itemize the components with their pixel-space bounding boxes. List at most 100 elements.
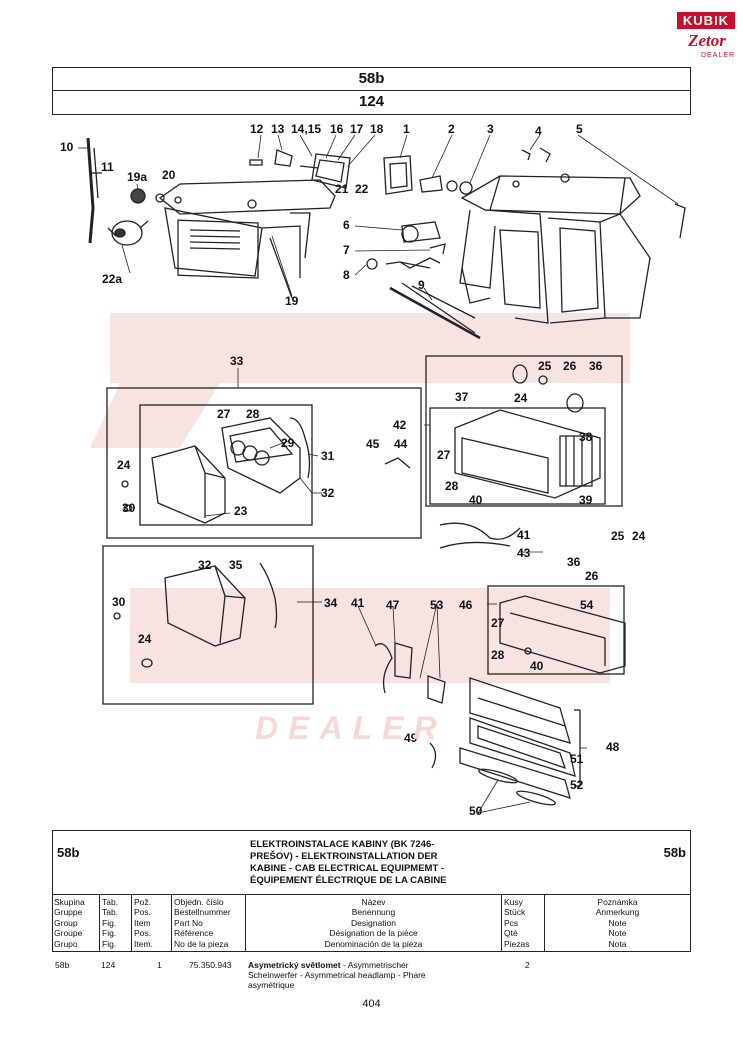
license-lamp-assembly-drawing xyxy=(459,677,576,806)
front-wiper-drawing xyxy=(389,282,481,340)
legend-cell: Piezas xyxy=(504,938,530,949)
part-desc-line: Scheinwerfer - Asymmetrical headlamp - P… xyxy=(248,970,426,981)
wiper-blade-drawing xyxy=(86,137,102,244)
legend-col-qty: Kusy Stück Pcs Qté Piezas xyxy=(501,895,544,952)
kubik-logo-text: KUBIK xyxy=(677,12,735,29)
work-lamp-parts-drawing xyxy=(366,221,446,270)
dealer-logo-text: DEALER xyxy=(700,52,735,59)
callout-40: 40 xyxy=(469,493,483,507)
part-position: 1 xyxy=(157,960,162,970)
callout-21: 21 xyxy=(335,182,349,196)
callout-48: 48 xyxy=(606,740,620,754)
legend-cell: Part No xyxy=(174,917,203,928)
legend-cell: Note xyxy=(608,917,627,928)
legend-group-right: 58b xyxy=(663,845,686,860)
callout-5: 5 xyxy=(576,122,583,136)
callout-27: 27 xyxy=(437,448,451,462)
callout-40: 40 xyxy=(530,659,544,673)
bracket-cable-parts-drawing xyxy=(374,642,446,769)
callout-11: 11 xyxy=(101,160,114,174)
interior-light-parts-drawing xyxy=(249,149,351,189)
exploded-parts-diagram: 1 2 3 4 5 6 7 8 9 10 11 12 13 14,15 16 1… xyxy=(0,118,743,830)
wiper-motor-drawing xyxy=(107,220,149,246)
legend-cell: Fig. xyxy=(102,917,117,928)
legend-col-group: Skupina Gruppe Group Groupe Grupo xyxy=(53,895,99,952)
box-37-outline xyxy=(429,407,606,505)
callout-9: 9 xyxy=(418,278,425,292)
callout-28: 28 xyxy=(445,479,459,493)
legend-col-partno: Objedn. číslo Bestellnummer Part No Réfé… xyxy=(171,895,245,952)
callout-49: 49 xyxy=(404,731,418,745)
legend-cell: Poznámka xyxy=(597,897,638,907)
callout-22a: 22a xyxy=(102,272,123,286)
legend-group-left: 58b xyxy=(57,845,80,860)
legend-cell: Groupe xyxy=(54,928,83,939)
part-table: 124 xyxy=(101,960,116,970)
callout-43: 43 xyxy=(517,546,531,560)
callout-34: 34 xyxy=(324,596,338,610)
callout-14-15: 14,15 xyxy=(291,122,322,136)
legend-column-grid: Skupina Gruppe Group Groupe Grupo Tab. T… xyxy=(53,894,690,952)
legend-cell: Pcs xyxy=(504,917,519,928)
box-33-outline xyxy=(106,387,422,539)
rear-cab-panel-drawing xyxy=(158,179,336,299)
callout-4: 4 xyxy=(535,124,542,138)
legend-cell: Gruppe xyxy=(54,907,83,918)
callout-37: 37 xyxy=(455,390,469,404)
legend-title-line: KABINE - CAB ELECTRICAL EQUIPMEMT - xyxy=(250,863,445,874)
callout-44: 44 xyxy=(394,437,408,451)
legend-col-table: Tab. Tab. Fig. Fig. Fig. xyxy=(99,895,131,952)
legend-cell: Denominación de la pieza xyxy=(324,938,423,949)
legend-cell: Kusy xyxy=(504,897,523,907)
legend-cell: Qté xyxy=(504,928,518,939)
legend-cell: Název xyxy=(361,897,386,907)
callout-24: 24 xyxy=(117,458,131,472)
legend-box: 58b 58b ELEKTROINSTALACE KABINY (BK 7246… xyxy=(52,830,691,952)
part-quantity: 2 xyxy=(525,960,530,970)
legend-cell: Pos. xyxy=(134,907,152,918)
callout-7: 7 xyxy=(343,243,350,257)
callout-46: 46 xyxy=(459,598,473,612)
box-46-outline xyxy=(487,585,625,675)
part-description: Asymetrický světlomet - Asymmetrischer S… xyxy=(248,960,488,991)
callout-8: 8 xyxy=(343,268,350,282)
callout-33: 33 xyxy=(230,354,244,368)
callout-24: 24 xyxy=(138,632,152,646)
washer-nozzle-drawing xyxy=(130,188,165,204)
kubik-zetor-logo: KUBIK Zetor DEALER xyxy=(677,12,735,62)
legend-cell: Fig. xyxy=(102,938,117,949)
mirror-bracket-parts-drawing xyxy=(521,147,686,239)
callout-41: 41 xyxy=(517,528,531,542)
callout-39: 39 xyxy=(579,493,593,507)
callout-29: 29 xyxy=(281,436,295,450)
callout-32: 32 xyxy=(321,486,335,500)
callout-42: 42 xyxy=(393,418,407,432)
callout-19a: 19a xyxy=(127,170,148,184)
callout-19: 19 xyxy=(285,294,299,308)
callout-30: 30 xyxy=(122,501,136,515)
callout-22: 22 xyxy=(355,182,369,196)
callout-16: 16 xyxy=(330,122,344,136)
group-code-header: 58b xyxy=(52,67,691,91)
watermark-logo xyxy=(90,313,630,683)
legend-cell: Bestellnummer xyxy=(174,907,231,918)
cab-frame-drawing xyxy=(459,173,651,324)
signal-lamp-assembly-drawing xyxy=(384,364,601,549)
callout-13: 13 xyxy=(271,122,285,136)
box-32-outline xyxy=(139,404,313,526)
legend-cell: Tab. xyxy=(102,897,119,907)
legend-cell: Benennung xyxy=(351,907,396,918)
callout-17: 17 xyxy=(350,122,364,136)
callout-30: 30 xyxy=(112,595,126,609)
part-desc-line: asymétrique xyxy=(248,980,295,991)
callout-25: 25 xyxy=(538,359,552,373)
rear-signal-lamp-drawing xyxy=(499,595,626,674)
callout-41: 41 xyxy=(351,596,365,610)
callout-26: 26 xyxy=(585,569,599,583)
callout-52: 52 xyxy=(570,778,584,792)
legend-cell: Designation xyxy=(351,917,396,928)
box-34-outline xyxy=(102,545,314,705)
callout-35: 35 xyxy=(229,558,243,572)
part-desc-bold: Asymetrický světlomet xyxy=(248,960,341,970)
callout-47: 47 xyxy=(386,598,400,612)
